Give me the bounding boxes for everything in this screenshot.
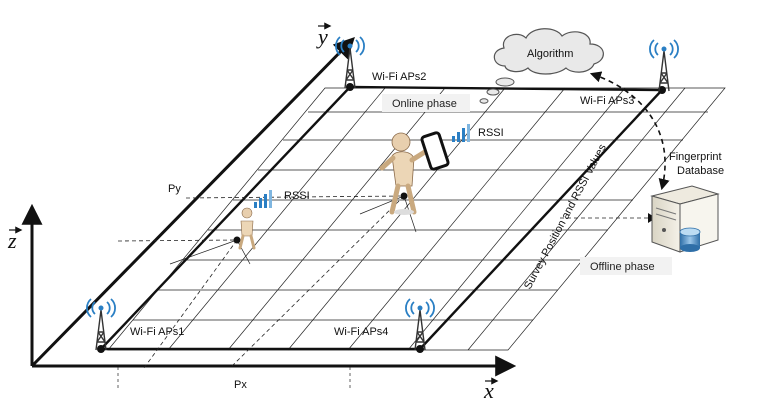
user-figure-online <box>379 132 431 215</box>
y-axis-line <box>30 37 355 368</box>
projection-lines <box>117 195 654 369</box>
px-label: Px <box>234 379 247 391</box>
rssi-lower-label: RSSI <box>284 190 310 202</box>
access-point-icon <box>649 39 679 92</box>
grid-line <box>167 87 386 351</box>
phone-icon <box>420 131 450 171</box>
grid-line <box>407 87 626 351</box>
offline-phase-label: Offline phase <box>590 261 655 273</box>
py-label: Py <box>168 183 181 195</box>
access-point-icon <box>405 298 435 351</box>
axes <box>21 37 517 377</box>
grid-line <box>347 87 566 351</box>
y-axis-label: y <box>316 24 328 49</box>
cloud-icon <box>479 28 604 104</box>
ap3-label: Wi-Fi APs3 <box>580 95 634 107</box>
axis-labels: x y z <box>7 22 499 403</box>
signal-bars-icon <box>452 124 470 142</box>
online-phase-box <box>382 94 470 112</box>
database-title-line1: Fingerprint <box>669 151 722 163</box>
cloud-database-link <box>589 71 670 191</box>
access-point-icon <box>86 298 116 351</box>
database-cylinder-icon <box>679 227 701 252</box>
ap4-label: Wi-Fi APs4 <box>334 326 388 338</box>
access-point-icon <box>335 36 365 89</box>
offline-phase-box <box>580 257 672 275</box>
database-title-line2: Database <box>677 165 724 177</box>
cloud-label: Algorithm <box>527 48 573 60</box>
grid-plane <box>107 87 726 351</box>
user-figure-offline <box>238 207 256 250</box>
signal-bars-icon <box>254 190 272 208</box>
x-axis-label: x <box>483 378 494 403</box>
online-phase-label: Online phase <box>392 98 457 110</box>
ap2-label: Wi-Fi APs2 <box>372 71 426 83</box>
z-axis-label: z <box>7 228 17 253</box>
grid-line <box>287 87 506 351</box>
rssi-upper-label: RSSI <box>478 127 504 139</box>
ap1-label: Wi-Fi APs1 <box>130 326 184 338</box>
grid-line <box>227 87 446 351</box>
